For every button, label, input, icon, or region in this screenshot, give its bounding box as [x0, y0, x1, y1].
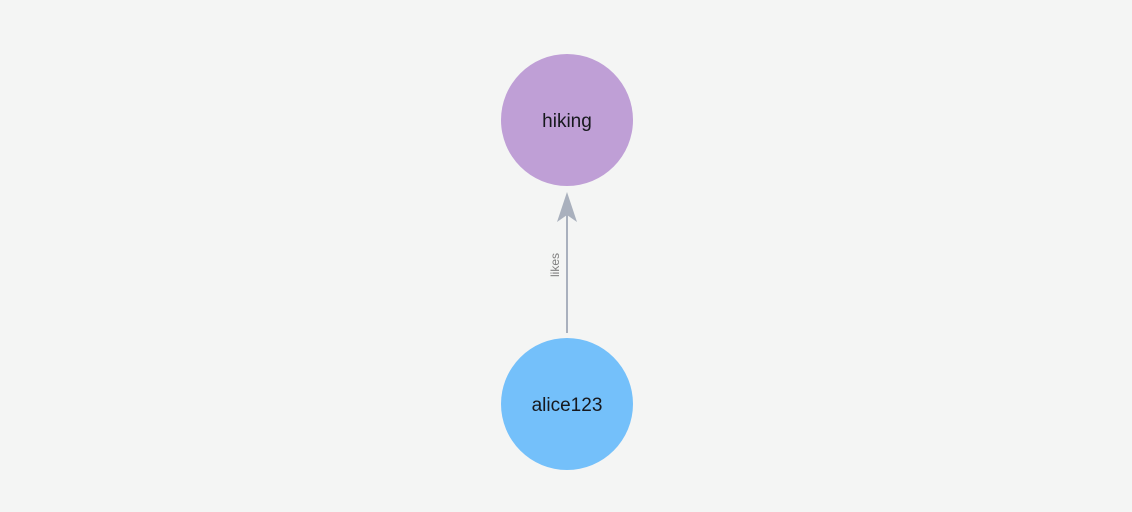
node-alice123[interactable]: alice123: [501, 338, 633, 470]
node-hiking-label: hiking: [542, 111, 592, 132]
node-alice123-label: alice123: [532, 395, 603, 416]
node-alice123-circle[interactable]: [501, 338, 633, 470]
node-hiking-circle[interactable]: [501, 54, 633, 186]
arrow-head-icon: [557, 192, 577, 222]
edge-likes[interactable]: likes: [548, 192, 577, 333]
edge-label-likes: likes: [548, 253, 562, 277]
node-hiking[interactable]: hiking: [501, 54, 633, 186]
